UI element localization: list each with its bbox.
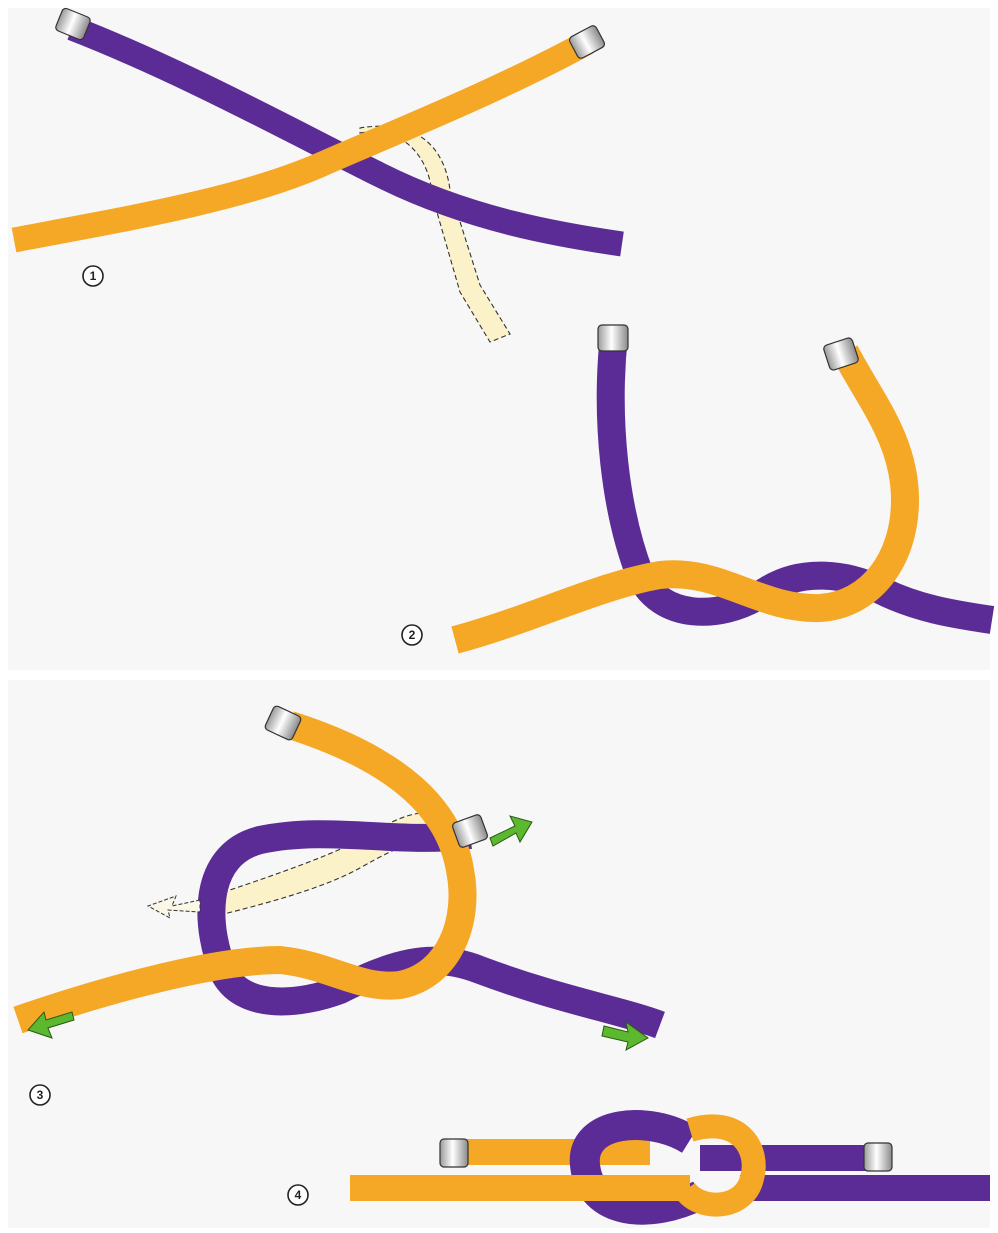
step-1-marker: 1	[83, 266, 103, 286]
step-4-purple-end-cap	[864, 1143, 892, 1171]
step-2-marker: 2	[402, 625, 422, 645]
step-4-marker: 4	[288, 1185, 308, 1205]
step-3-marker: 3	[30, 1085, 50, 1105]
step-4-yellow-end-cap	[440, 1139, 468, 1167]
step-2-purple-end-cap	[598, 325, 628, 351]
step-3-number: 3	[37, 1088, 44, 1102]
step-4-number: 4	[295, 1188, 302, 1202]
step-1-number: 1	[90, 269, 97, 283]
step-2-number: 2	[409, 628, 416, 642]
